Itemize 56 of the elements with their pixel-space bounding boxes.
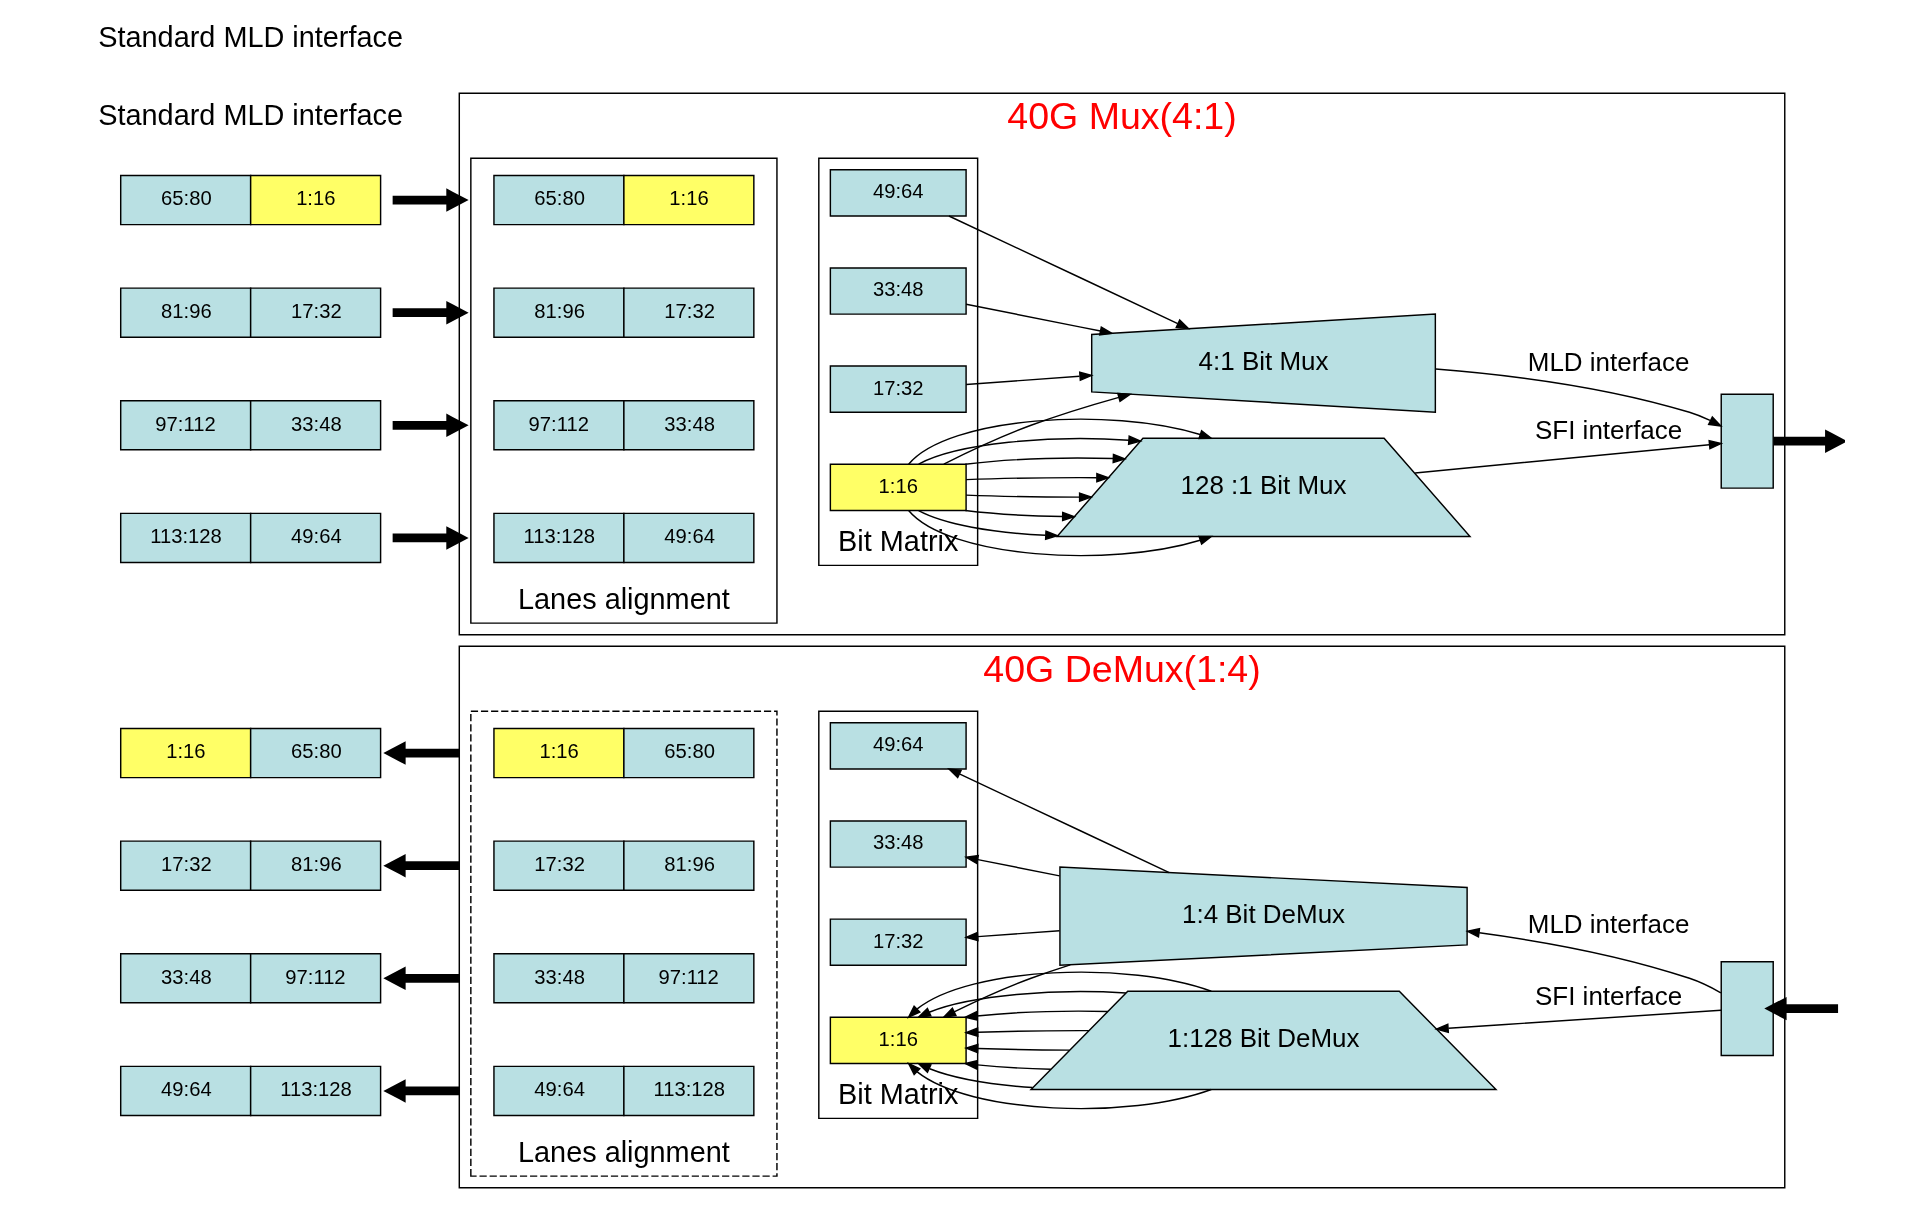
edge-label: SFI interface [1535, 980, 1683, 1011]
arrow [964, 509, 1077, 522]
arrow [392, 300, 469, 325]
arrow [916, 1062, 1034, 1089]
arrow [392, 526, 469, 550]
label: Standard MLD interface [98, 98, 404, 131]
arrow [965, 303, 1114, 336]
node-box: 49:64 [829, 169, 967, 217]
arrow [392, 413, 469, 437]
node-box: 33:48 [829, 820, 967, 868]
node-box: 17:32 [829, 918, 967, 966]
node-box [1720, 960, 1774, 1057]
arrow [1434, 1009, 1722, 1034]
arrow [963, 1059, 1052, 1070]
arrow [948, 215, 1191, 330]
arrow [392, 188, 469, 212]
edge-label: SFI interface [1535, 414, 1683, 445]
arrow [917, 509, 1060, 541]
arrow [917, 435, 1143, 465]
arrow [963, 1027, 1090, 1038]
node-box: 1:16 [829, 1016, 967, 1065]
arrow [907, 418, 1214, 465]
arrow [943, 392, 1133, 465]
arrow [1764, 996, 1839, 1021]
arrow [383, 1079, 460, 1103]
arrow [383, 853, 460, 878]
node-box: 4:1 Bit Mux [1091, 313, 1437, 414]
arrow [907, 1062, 1212, 1110]
node-box: 1:16 [829, 463, 967, 512]
arrow [946, 768, 1170, 874]
arrow [1465, 927, 1722, 994]
arrow [383, 741, 460, 765]
arrow [1434, 368, 1723, 427]
arrow [383, 966, 460, 990]
arrow [963, 930, 1061, 942]
arrow [965, 371, 1094, 386]
node-box: 1:4 Bit DeMux [1059, 866, 1468, 967]
edge-label: MLD interface [1527, 908, 1690, 939]
node-box: 17:32 [829, 365, 967, 414]
arrow [964, 854, 1061, 877]
arrow [963, 1010, 1109, 1021]
arrow [964, 453, 1128, 465]
node-box [1720, 393, 1774, 489]
arrow [963, 1043, 1071, 1054]
arrow [907, 509, 1214, 557]
label: Standard MLD interface [98, 21, 404, 53]
node-box: 33:48 [829, 267, 967, 315]
edge-label: MLD interface [1527, 347, 1690, 378]
arrow [916, 990, 1127, 1019]
node-box: 49:64 [829, 722, 967, 770]
arrow [907, 971, 1212, 1019]
arrow [1773, 429, 1845, 453]
arrow [941, 964, 1071, 1019]
arrow [965, 492, 1094, 503]
arrow [1414, 439, 1724, 474]
arrow [965, 472, 1111, 483]
